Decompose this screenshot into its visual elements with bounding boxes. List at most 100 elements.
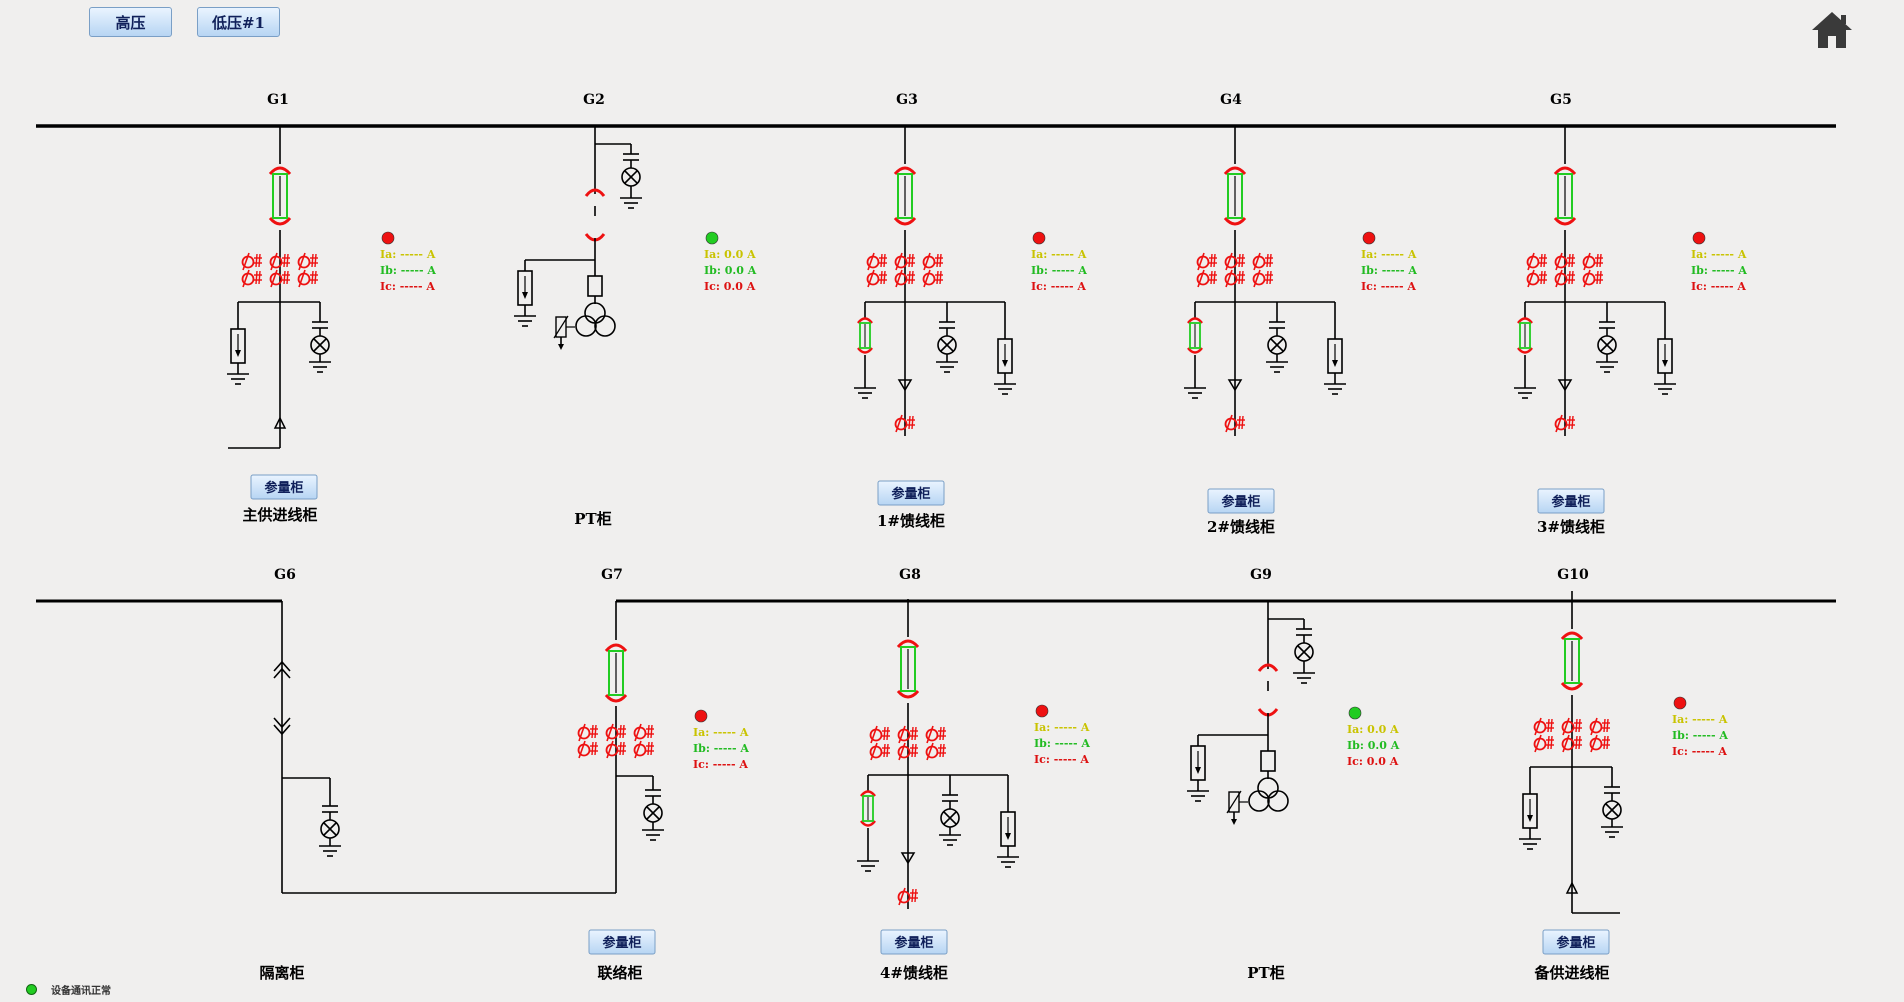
varistor-icon bbox=[553, 315, 575, 350]
home-button[interactable] bbox=[1810, 8, 1854, 52]
status-block: Ia: 0.0 AIb: 0.0 AIc: 0.0 A bbox=[1347, 706, 1400, 768]
current-ic-readout: Ic: ----- A bbox=[380, 280, 435, 293]
current-transformer-icon bbox=[1589, 717, 1610, 736]
current-transformer-icon bbox=[1561, 734, 1582, 753]
current-transformer-icon bbox=[1533, 734, 1554, 753]
capacitor-lamp-icon bbox=[936, 302, 958, 373]
current-transformer-icon bbox=[1582, 269, 1603, 288]
cabinet-id-g8: G8 bbox=[899, 567, 921, 583]
cabinet-id-g5: G5 bbox=[1550, 92, 1572, 108]
param-cabinet-button[interactable]: 参量柜 bbox=[1537, 488, 1605, 514]
current-transformer-icon bbox=[269, 252, 290, 271]
current-ib-readout: Ib: ----- A bbox=[380, 264, 436, 277]
current-transformer-icon bbox=[922, 252, 943, 271]
withdrawable-breaker-icon bbox=[896, 639, 920, 699]
ground-icon bbox=[1596, 361, 1618, 373]
status-block: Ia: ----- AIb: ----- AIc: ----- A bbox=[693, 709, 749, 771]
surge-arrester-icon bbox=[514, 260, 536, 327]
param-cabinet-label: 参量柜 bbox=[264, 480, 303, 496]
current-ic-readout: Ic: 0.0 A bbox=[1347, 755, 1399, 768]
varistor-icon bbox=[1226, 790, 1248, 825]
param-cabinet-button[interactable]: 参量柜 bbox=[1207, 488, 1275, 514]
current-ic-readout: Ic: ----- A bbox=[1672, 745, 1727, 758]
cabinet-g6: 隔离柜 bbox=[259, 601, 616, 982]
ground-icon bbox=[854, 387, 876, 399]
param-cabinet-button[interactable]: 参量柜 bbox=[1542, 929, 1610, 955]
cabinet-name: 3#馈线柜 bbox=[1537, 518, 1605, 536]
current-transformer-icon bbox=[241, 252, 262, 271]
ground-icon bbox=[1654, 383, 1676, 395]
green-dot-icon bbox=[26, 984, 37, 995]
withdrawable-breaker-icon bbox=[1517, 317, 1533, 354]
current-transformer-icon bbox=[894, 414, 915, 433]
current-ia-readout: Ia: ----- A bbox=[1672, 713, 1728, 726]
breaker-icon bbox=[584, 188, 606, 197]
current-transformer-group bbox=[1526, 252, 1603, 288]
cabinet-name: 2#馈线柜 bbox=[1207, 518, 1275, 536]
current-ib-readout: Ib: 0.0 A bbox=[704, 264, 757, 277]
current-transformer-icon bbox=[1554, 252, 1575, 271]
ground-icon bbox=[1519, 838, 1541, 850]
param-cabinet-button[interactable]: 参量柜 bbox=[877, 480, 945, 506]
ground-icon bbox=[514, 315, 536, 327]
green-dot-icon bbox=[1348, 706, 1362, 720]
current-transformer-icon bbox=[866, 269, 887, 288]
param-cabinet-button[interactable]: 参量柜 bbox=[250, 474, 318, 500]
breaker-icon bbox=[1257, 663, 1279, 672]
green-dot-icon bbox=[705, 231, 719, 245]
cabinet-id-g9: G9 bbox=[1250, 567, 1272, 583]
arrow-down-icon bbox=[1557, 379, 1573, 392]
cabinet-name: 主供进线柜 bbox=[242, 506, 317, 524]
home-icon bbox=[1812, 12, 1852, 48]
current-transformer-icon bbox=[1561, 717, 1582, 736]
withdrawable-breaker-icon bbox=[1560, 631, 1584, 691]
current-transformer-icon bbox=[1224, 414, 1245, 433]
withdrawable-breaker-icon bbox=[268, 166, 292, 226]
current-transformer-icon bbox=[241, 269, 262, 288]
surge-arrester-icon bbox=[994, 302, 1016, 395]
ground-icon bbox=[319, 845, 341, 857]
cabinet-name: 联络柜 bbox=[597, 964, 642, 982]
param-cabinet-label: 参量柜 bbox=[891, 486, 930, 502]
arrow-down-icon bbox=[897, 379, 913, 392]
current-ib-readout: Ib: ----- A bbox=[1691, 264, 1747, 277]
ground-icon bbox=[1266, 361, 1288, 373]
red-dot-icon bbox=[694, 709, 708, 723]
current-ia-readout: Ia: 0.0 A bbox=[1347, 723, 1399, 736]
current-transformer-icon bbox=[1252, 269, 1273, 288]
current-transformer-icon bbox=[922, 269, 943, 288]
surge-arrester-icon bbox=[1324, 302, 1346, 395]
fuse-icon bbox=[587, 275, 603, 297]
current-transformer-group bbox=[577, 723, 654, 759]
tab-low-voltage-1[interactable]: 低压#1 bbox=[197, 7, 280, 37]
param-cabinet-button[interactable]: 参量柜 bbox=[880, 929, 948, 955]
ground-icon bbox=[620, 197, 642, 209]
status-legend-text: 设备通讯正常 bbox=[51, 986, 111, 997]
current-transformer-icon bbox=[894, 252, 915, 271]
ground-icon bbox=[1601, 826, 1623, 838]
pt-transformer-icon bbox=[575, 302, 616, 337]
cabinet-id-g1: G1 bbox=[267, 92, 289, 108]
current-ia-readout: Ia: ----- A bbox=[1031, 248, 1087, 261]
current-ic-readout: Ic: ----- A bbox=[1361, 280, 1416, 293]
current-transformer-icon bbox=[894, 269, 915, 288]
param-cabinet-button[interactable]: 参量柜 bbox=[588, 929, 656, 955]
isolator-down-icon bbox=[273, 717, 291, 736]
cabinet-g10: Ia: ----- AIb: ----- AIc: ----- A参量柜备供进线… bbox=[1519, 591, 1728, 982]
status-block: Ia: ----- AIb: ----- AIc: ----- A bbox=[1361, 231, 1417, 293]
cabinet-name: 1#馈线柜 bbox=[877, 512, 945, 530]
current-transformer-group bbox=[869, 725, 946, 761]
tab-high-voltage[interactable]: 高压 bbox=[89, 7, 172, 37]
withdrawable-breaker-icon bbox=[893, 166, 917, 226]
current-transformer-icon bbox=[269, 269, 290, 288]
current-ic-readout: Ic: ----- A bbox=[1031, 280, 1086, 293]
current-transformer-group bbox=[1196, 252, 1273, 288]
cabinet-name: 4#馈线柜 bbox=[880, 964, 948, 982]
withdrawable-breaker-icon bbox=[1223, 166, 1247, 226]
current-transformer-icon bbox=[866, 252, 887, 271]
ground-icon bbox=[994, 383, 1016, 395]
current-ia-readout: Ia: ----- A bbox=[1034, 721, 1090, 734]
status-block: Ia: 0.0 AIb: 0.0 AIc: 0.0 A bbox=[704, 231, 757, 293]
fuse-icon bbox=[1260, 750, 1276, 772]
